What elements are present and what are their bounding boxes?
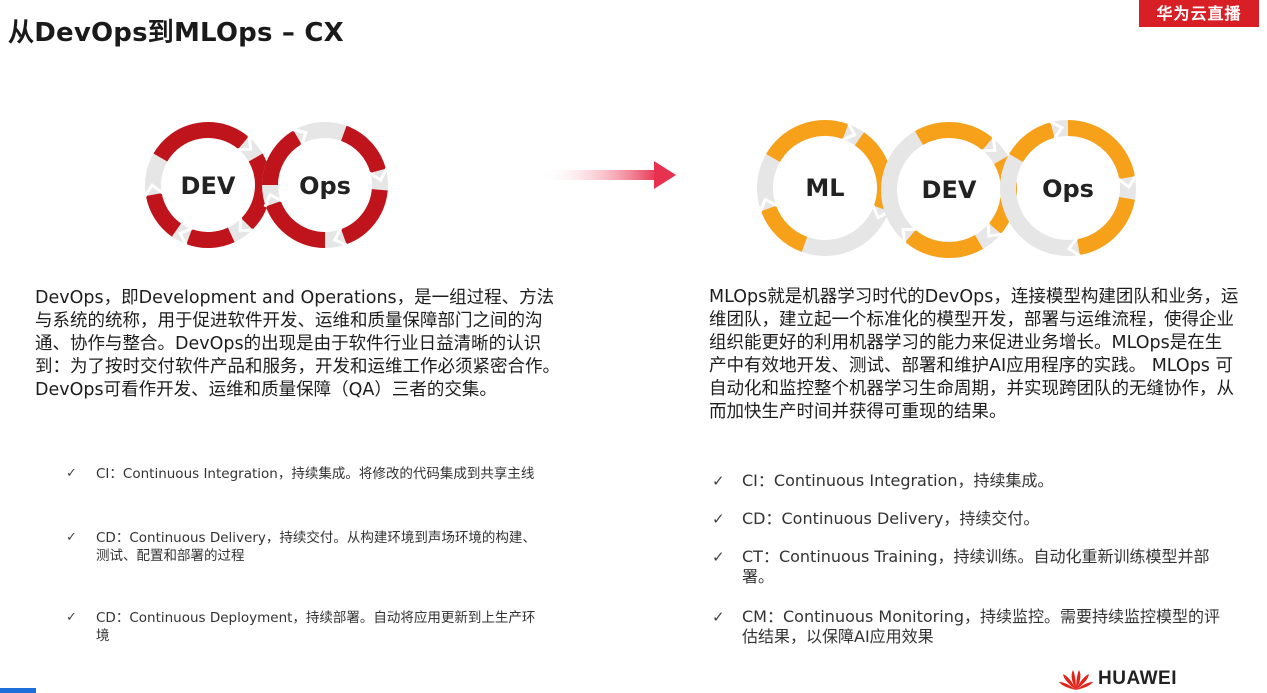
check-icon: ✓ xyxy=(66,610,77,625)
ring-segment xyxy=(262,130,302,186)
ring-segment xyxy=(854,132,893,212)
ring-arrow xyxy=(841,122,857,142)
check-icon: ✓ xyxy=(712,548,725,566)
ops-label: Ops xyxy=(299,172,351,200)
ring-segment xyxy=(905,229,983,258)
ops-ring xyxy=(262,122,388,248)
ring-arrow xyxy=(1117,175,1138,190)
ring-arrow xyxy=(237,135,253,152)
ring-arrow xyxy=(986,222,1002,238)
transition-arrow xyxy=(540,161,676,189)
ring-segment xyxy=(766,120,849,163)
ring-arrow xyxy=(177,227,193,246)
check-icon: ✓ xyxy=(66,466,77,481)
devops-description: DevOps，即Development and Operations，是一组过程… xyxy=(35,288,560,400)
ring-segment xyxy=(1009,122,1055,163)
list-item: ✓CT：Continuous Training，持续训练。自动化重新训练模型并部… xyxy=(712,547,1210,586)
ring-arrow xyxy=(1049,120,1064,140)
huawei-flower-icon xyxy=(1059,670,1093,690)
ring-segment xyxy=(240,153,271,230)
list-item: ✓CI：Continuous Integration，持续集成。 xyxy=(712,471,1054,490)
ring-arrow xyxy=(263,192,283,208)
list-item: ✓CM：Continuous Monitoring，持续监控。需要持续监控模型的… xyxy=(712,607,1220,646)
ring-segment xyxy=(761,205,808,252)
ring-segment xyxy=(186,227,235,248)
ring-segment xyxy=(145,192,182,237)
ring-arrow xyxy=(1066,237,1081,258)
page-title: 从DevOps到MLOps – CX xyxy=(8,18,344,48)
live-badge: 华为云直播 xyxy=(1139,0,1259,27)
huawei-logo: HUAWEI xyxy=(1058,668,1177,692)
list-item: ✓CI：Continuous Integration，持续集成。将修改的代码集成… xyxy=(66,466,535,482)
check-icon: ✓ xyxy=(712,608,725,626)
ring-arrow xyxy=(901,227,917,243)
ring-segment xyxy=(915,122,993,151)
ring-arrow xyxy=(292,128,308,146)
brand-name: HUAWEI xyxy=(1098,668,1177,689)
devops-cycle-diagram: DEV Ops xyxy=(143,122,388,248)
ring-arrow xyxy=(758,197,778,213)
mlops-description: MLOps就是机器学习时代的DevOps，连接模型构建团队和业务，运维团队，建立… xyxy=(709,287,1239,422)
check-icon: ✓ xyxy=(712,472,725,490)
ring-arrow xyxy=(368,167,388,183)
check-icon: ✓ xyxy=(712,510,725,528)
ring-segment xyxy=(153,122,249,162)
ring-arrow xyxy=(143,182,164,197)
ring-segment xyxy=(340,188,388,245)
ring-segment xyxy=(1067,120,1135,180)
list-item: ✓CD：Continuous Delivery，持续交付。 xyxy=(712,509,1040,528)
dev-label: DEV xyxy=(922,176,977,204)
list-item: ✓CD：Continuous Deployment，持续部署。自动将应用更新到上… xyxy=(66,610,536,644)
ring-arrow xyxy=(238,217,254,233)
ops-ring xyxy=(1000,120,1138,258)
ring-segment xyxy=(340,125,386,174)
dev-label: DEV xyxy=(181,172,236,200)
ring-segment xyxy=(265,200,326,248)
ml-label: ML xyxy=(805,174,844,202)
ops-label: Ops xyxy=(1042,175,1094,203)
ring-arrow xyxy=(981,137,997,153)
ring-segment xyxy=(1076,196,1135,255)
mlops-practices-list: ✓CI：Continuous Integration，持续集成。 ✓CD：Con… xyxy=(712,471,1232,665)
list-item: ✓CD：Continuous Delivery，持续交付。从构建环境到声场环境的… xyxy=(66,530,536,564)
corner-accent xyxy=(0,688,36,693)
mlops-cycle-diagram: ML DEV Ops xyxy=(757,120,1138,258)
devops-practices-list: ✓CI：Continuous Integration，持续集成。将修改的代码集成… xyxy=(66,465,536,691)
check-icon: ✓ xyxy=(66,530,77,545)
ring-arrow xyxy=(332,227,348,247)
